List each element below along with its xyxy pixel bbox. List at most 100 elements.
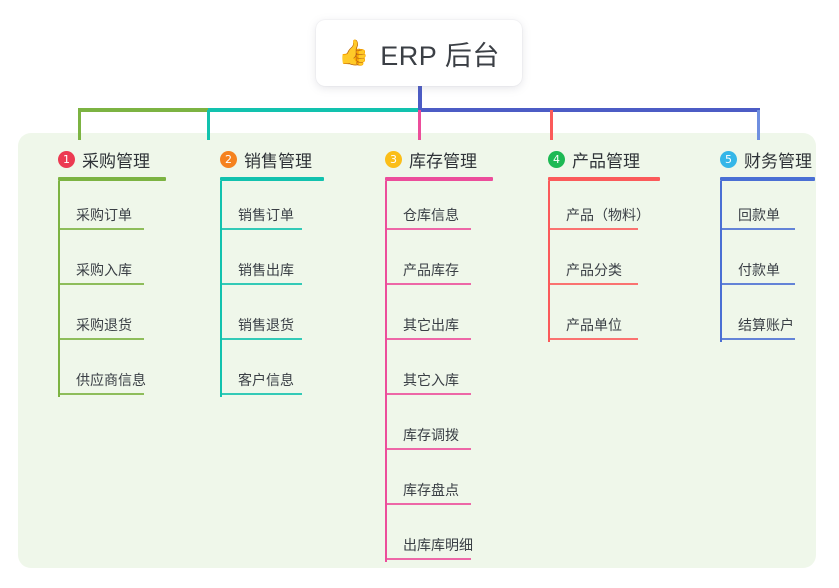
branch-badge-3: 3 [385,150,402,168]
branch-spine-4 [548,181,550,342]
leaf-item-label: 付款单 [738,262,780,278]
branch-items-3: 仓库信息产品库存其它出库其它入库库存调拨库存盘点出库库明细 [365,181,515,566]
leaf-item[interactable]: 销售订单 [200,181,346,236]
leaf-item-label: 采购入库 [76,262,132,278]
leaf-item-rule [720,338,795,340]
leaf-item-label: 仓库信息 [403,207,459,223]
leaf-item[interactable]: 客户信息 [200,346,346,401]
leaf-item-label: 库存调拨 [403,427,459,443]
connector-drop-5 [757,110,760,140]
branch-title-3: 库存管理 [409,151,477,171]
branch-header-4[interactable]: 4 产品管理 [528,147,681,171]
branch-rule-5 [720,177,815,181]
connector-trunk [418,86,422,110]
branch-title-5: 财务管理 [744,151,812,171]
leaf-item[interactable]: 出库库明细 [365,511,515,566]
leaf-item-label: 产品库存 [403,262,459,278]
leaf-item[interactable]: 回款单 [700,181,835,236]
leaf-item-label: 其它出库 [403,317,459,333]
connector-drop-1 [78,110,81,140]
leaf-item[interactable]: 产品分类 [528,236,681,291]
connector-drop-4 [550,110,553,140]
leaf-item-rule [58,283,144,285]
branch-items-2: 销售订单销售出库销售退货客户信息 [200,181,346,401]
leaf-item[interactable]: 结算账户 [700,291,835,346]
leaf-item-rule [720,283,795,285]
leaf-item-rule [220,338,302,340]
leaf-item-rule [58,393,144,395]
leaf-item[interactable]: 销售出库 [200,236,346,291]
leaf-item-label: 销售订单 [238,207,294,223]
branch-badge-5: 5 [720,150,737,168]
leaf-item-rule [548,228,638,230]
leaf-item[interactable]: 其它入库 [365,346,515,401]
branch-rule-4 [548,177,660,181]
leaf-item[interactable]: 库存调拨 [365,401,515,456]
leaf-item[interactable]: 销售退货 [200,291,346,346]
leaf-item-rule [385,283,471,285]
leaf-item[interactable]: 供应商信息 [38,346,188,401]
branch-spine-3 [385,181,387,562]
root-node[interactable]: 👍 ERP 后台 [316,20,522,86]
leaf-item[interactable]: 产品库存 [365,236,515,291]
leaf-item[interactable]: 仓库信息 [365,181,515,236]
leaf-item-label: 产品单位 [566,317,622,333]
branch-title-1: 采购管理 [82,151,150,171]
leaf-item-label: 销售退货 [238,317,294,333]
leaf-item-label: 客户信息 [238,372,294,388]
leaf-item-rule [385,558,471,560]
branch-badge-1: 1 [58,150,75,168]
leaf-item[interactable]: 采购退货 [38,291,188,346]
branch-items-1: 采购订单采购入库采购退货供应商信息 [38,181,188,401]
branch-spine-1 [58,181,60,397]
leaf-item[interactable]: 产品（物料） [528,181,681,236]
leaf-item-label: 采购订单 [76,207,132,223]
branch-spine-5 [720,181,722,342]
leaf-item-rule [220,393,302,395]
leaf-item[interactable]: 库存盘点 [365,456,515,511]
leaf-item[interactable]: 付款单 [700,236,835,291]
branch-column-4: 4 产品管理产品（物料） 产品分类产品单位 [528,147,681,346]
branch-rule-2 [220,177,324,181]
leaf-item-rule [58,338,144,340]
branch-badge-2: 2 [220,150,237,168]
branch-badge-4: 4 [548,150,565,168]
branch-spine-2 [220,181,222,397]
leaf-item-label: 其它入库 [403,372,459,388]
diagram-panel [18,133,816,568]
branch-rule-3 [385,177,493,181]
leaf-item[interactable]: 其它出库 [365,291,515,346]
branch-header-5[interactable]: 5 财务管理 [700,147,835,171]
leaf-item-rule [548,283,638,285]
branch-column-1: 1 采购管理采购订单采购入库采购退货供应商信息 [38,147,188,401]
leaf-item-rule [385,448,471,450]
leaf-item-rule [220,283,302,285]
leaf-item-rule [220,228,302,230]
leaf-item-label: 销售出库 [238,262,294,278]
branch-title-4: 产品管理 [572,151,640,171]
leaf-item-rule [385,228,471,230]
leaf-item-label: 结算账户 [738,317,794,333]
connector-bus-mid [208,108,420,112]
leaf-item-rule [385,338,471,340]
branch-header-1[interactable]: 1 采购管理 [38,147,188,171]
branch-header-3[interactable]: 3 库存管理 [365,147,515,171]
branch-column-5: 5 财务管理回款单付款单结算账户 [700,147,835,346]
leaf-item-label: 供应商信息 [76,372,146,388]
leaf-item-rule [58,228,144,230]
leaf-item-label: 出库库明细 [403,537,473,553]
leaf-item-label: 库存盘点 [403,482,459,498]
root-node-label: ERP 后台 [380,40,500,71]
branch-items-5: 回款单付款单结算账户 [700,181,835,346]
branch-column-3: 3 库存管理仓库信息产品库存其它出库其它入库库存调拨库存盘点出库库明细 [365,147,515,566]
leaf-item-rule [385,503,471,505]
leaf-item-label: 采购退货 [76,317,132,333]
connector-drop-2 [207,110,210,140]
leaf-item[interactable]: 采购订单 [38,181,188,236]
leaf-item[interactable]: 产品单位 [528,291,681,346]
leaf-item-label: 产品分类 [566,262,622,278]
leaf-item-label: 产品（物料） [566,207,650,223]
leaf-item[interactable]: 采购入库 [38,236,188,291]
